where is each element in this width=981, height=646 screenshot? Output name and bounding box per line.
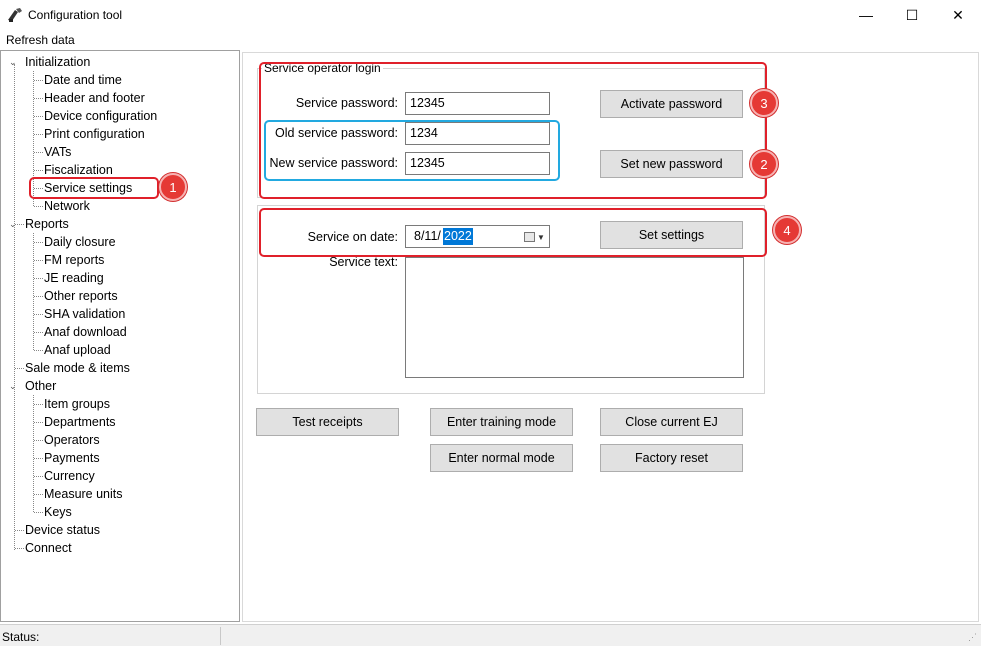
expand-reports-icon[interactable]: ⌄ bbox=[9, 219, 17, 229]
tree-node-daily-closure[interactable]: Daily closure bbox=[44, 235, 116, 249]
old-password-input[interactable]: 1234 bbox=[405, 122, 550, 145]
annotation-badge-3: 3 bbox=[750, 89, 778, 117]
close-current-ej-button[interactable]: Close current EJ bbox=[600, 408, 743, 436]
tree-node-departments[interactable]: Departments bbox=[44, 415, 116, 429]
tree-node-other-reports[interactable]: Other reports bbox=[44, 289, 118, 303]
tree-node-initialization[interactable]: Initialization bbox=[25, 55, 91, 69]
tree-node-fiscalization[interactable]: Fiscalization bbox=[44, 163, 113, 177]
set-new-password-button[interactable]: Set new password bbox=[600, 150, 743, 178]
tree-node-device-status[interactable]: Device status bbox=[25, 523, 101, 537]
annotation-badge-4: 4 bbox=[773, 216, 801, 244]
tree-node-device-configuration[interactable]: Device configuration bbox=[44, 109, 158, 123]
new-password-label: New service password: bbox=[269, 156, 398, 170]
service-settings-highlight bbox=[29, 177, 159, 199]
service-password-input[interactable]: 12345 bbox=[405, 92, 550, 115]
status-bar: Status: ⋰ bbox=[0, 624, 981, 646]
menu-bar: Refresh data bbox=[0, 30, 981, 50]
factory-reset-button[interactable]: Factory reset bbox=[600, 444, 743, 472]
tree-node-je-reading[interactable]: JE reading bbox=[44, 271, 104, 285]
tree-node-anaf-upload[interactable]: Anaf upload bbox=[44, 343, 111, 357]
tree-node-measure-units[interactable]: Measure units bbox=[44, 487, 123, 501]
service-date-highlight bbox=[259, 208, 767, 257]
tree-node-operators[interactable]: Operators bbox=[44, 433, 100, 447]
service-settings-group bbox=[257, 205, 765, 394]
status-label: Status: bbox=[2, 630, 40, 644]
service-text-label: Service text: bbox=[329, 255, 398, 269]
tree-node-item-groups[interactable]: Item groups bbox=[44, 397, 111, 411]
refresh-data-menu[interactable]: Refresh data bbox=[6, 33, 75, 47]
tree-node-sale-mode[interactable]: Sale mode & items bbox=[25, 361, 130, 375]
tree-node-print-configuration[interactable]: Print configuration bbox=[44, 127, 145, 141]
close-button[interactable]: ✕ bbox=[952, 6, 964, 23]
tree-node-date-and-time[interactable]: Date and time bbox=[44, 73, 122, 87]
navigation-tree[interactable]: ⌄ Initialization Date and time Header an… bbox=[0, 50, 240, 622]
old-password-label: Old service password: bbox=[275, 126, 398, 140]
service-date-year: 2022 bbox=[443, 228, 473, 245]
title-bar: Configuration tool — ☐ ✕ bbox=[0, 0, 981, 30]
calendar-icon[interactable] bbox=[524, 232, 535, 242]
expand-other-icon[interactable]: ⌄ bbox=[9, 381, 17, 391]
tree-node-connect[interactable]: Connect bbox=[25, 541, 72, 555]
status-separator bbox=[220, 627, 221, 645]
tree-node-network[interactable]: Network bbox=[44, 199, 90, 213]
window-title: Configuration tool bbox=[28, 8, 123, 22]
password-change-highlight bbox=[264, 120, 560, 181]
service-date-label: Service on date: bbox=[307, 230, 398, 244]
maximize-button[interactable]: ☐ bbox=[905, 6, 919, 23]
service-date-picker[interactable]: 8/11/ 2022 ▼ bbox=[405, 225, 550, 248]
tree-node-other[interactable]: Other bbox=[25, 379, 57, 393]
new-password-input[interactable]: 12345 bbox=[405, 152, 550, 175]
tree-node-fm-reports[interactable]: FM reports bbox=[44, 253, 105, 267]
enter-training-mode-button[interactable]: Enter training mode bbox=[430, 408, 573, 436]
service-text-area[interactable] bbox=[405, 257, 744, 378]
minimize-button[interactable]: — bbox=[859, 7, 873, 23]
app-icon bbox=[8, 8, 22, 22]
tree-node-service-settings[interactable]: Service settings bbox=[44, 181, 133, 195]
tree-node-reports[interactable]: Reports bbox=[25, 217, 69, 231]
enter-normal-mode-button[interactable]: Enter normal mode bbox=[430, 444, 573, 472]
tree-node-header-and-footer[interactable]: Header and footer bbox=[44, 91, 145, 105]
annotation-badge-2: 2 bbox=[750, 150, 778, 178]
tree-node-keys[interactable]: Keys bbox=[44, 505, 72, 519]
annotation-badge-1: 1 bbox=[159, 173, 187, 201]
login-group-highlight bbox=[259, 62, 767, 199]
tree-node-vats[interactable]: VATs bbox=[44, 145, 72, 159]
resize-grip-icon[interactable]: ⋰ bbox=[968, 632, 977, 642]
tree-node-sha-validation[interactable]: SHA validation bbox=[44, 307, 126, 321]
tree-node-payments[interactable]: Payments bbox=[44, 451, 100, 465]
service-login-group-title: Service operator login bbox=[262, 61, 383, 75]
service-password-label: Service password: bbox=[295, 96, 398, 110]
service-date-prefix: 8/11/ bbox=[414, 229, 441, 243]
chevron-down-icon[interactable]: ▼ bbox=[537, 233, 545, 242]
expand-initialization-icon[interactable]: ⌄ bbox=[9, 57, 17, 67]
activate-password-button[interactable]: Activate password bbox=[600, 90, 743, 118]
set-settings-button[interactable]: Set settings bbox=[600, 221, 743, 249]
test-receipts-button[interactable]: Test receipts bbox=[256, 408, 399, 436]
tree-node-currency[interactable]: Currency bbox=[44, 469, 95, 483]
tree-node-anaf-download[interactable]: Anaf download bbox=[44, 325, 127, 339]
